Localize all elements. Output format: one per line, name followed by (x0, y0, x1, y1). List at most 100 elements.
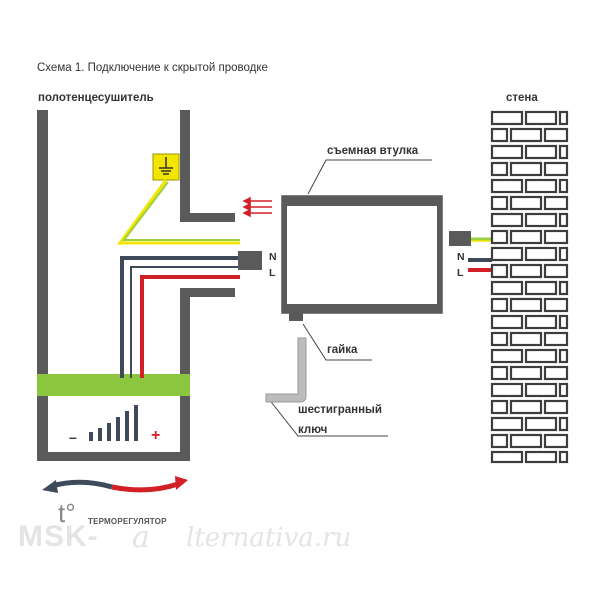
neutral-wire (120, 256, 240, 378)
brick (509, 297, 543, 313)
brick (524, 348, 558, 364)
brick (490, 127, 509, 143)
hex-key-label-line1: шестигранный (298, 404, 382, 416)
brick (490, 229, 509, 245)
pin-n-right: N (457, 251, 465, 263)
brick (524, 178, 558, 194)
brick (543, 433, 569, 449)
brick (490, 365, 509, 381)
brick (543, 263, 569, 279)
sleeve-label: съемная втулка (327, 145, 419, 157)
brick (490, 382, 524, 398)
live-wire (140, 275, 240, 378)
brick (509, 365, 543, 381)
brick (490, 416, 524, 432)
watermark-a: a (132, 520, 150, 555)
hex-key-leader (267, 397, 388, 437)
thermostat-symbol: t° (58, 498, 76, 528)
brick (524, 416, 558, 432)
brick (524, 212, 558, 228)
brick (558, 246, 569, 262)
watermark-msk: MSK- (18, 520, 99, 553)
brick (509, 127, 543, 143)
brick (524, 246, 558, 262)
brick (543, 127, 569, 143)
brick (543, 365, 569, 381)
nut-label: гайка (327, 344, 358, 356)
thermostat-arrows (42, 476, 188, 493)
brick (558, 314, 569, 330)
brick (524, 280, 558, 296)
brick (524, 144, 558, 160)
hex-key-icon (265, 337, 307, 403)
nut-shape (289, 313, 303, 321)
brick (543, 331, 569, 347)
brick-wall (490, 110, 569, 464)
brick (490, 433, 509, 449)
brick (509, 229, 543, 245)
brick (490, 280, 524, 296)
brick (490, 263, 509, 279)
brick (558, 144, 569, 160)
brick (543, 399, 569, 415)
brick (490, 348, 524, 364)
brick (490, 246, 524, 262)
wall-label: стена (506, 92, 538, 104)
brick (490, 331, 509, 347)
watermark-alternativa: lternativa.ru (186, 523, 352, 553)
brick (490, 178, 524, 194)
heater-label: полотенцесушитель (38, 92, 154, 104)
minus-sign: – (69, 429, 77, 445)
brick (490, 297, 509, 313)
brick (524, 450, 558, 464)
pin-l-left: L (269, 267, 276, 279)
brick (543, 195, 569, 211)
brick (558, 348, 569, 364)
plus-sign: + (151, 427, 161, 444)
diagram-title: Схема 1. Подключение к скрытой проводке (37, 62, 268, 74)
brick (558, 212, 569, 228)
brick (490, 450, 524, 464)
ground-symbol-icon (152, 153, 180, 181)
brick (543, 229, 569, 245)
brick (524, 382, 558, 398)
brick (558, 280, 569, 296)
brick (490, 212, 524, 228)
brick (558, 382, 569, 398)
brick (509, 399, 543, 415)
removable-sleeve (281, 195, 443, 321)
brick (558, 178, 569, 194)
brick (490, 144, 524, 160)
pin-l-right: L (457, 267, 464, 279)
sleeve-leader (307, 159, 432, 195)
pin-n-left: N (269, 251, 277, 263)
arrows-icon (242, 196, 272, 218)
earth-wire (117, 179, 240, 245)
nut-leader (302, 323, 372, 361)
signal-bars-icon (89, 405, 138, 441)
brick (509, 263, 543, 279)
brick (509, 433, 543, 449)
brick (490, 110, 524, 126)
brick (490, 399, 509, 415)
brick (524, 110, 558, 126)
hex-key-label-line2: ключ (298, 424, 328, 436)
brick (558, 450, 569, 464)
brick (509, 331, 543, 347)
brick (558, 416, 569, 432)
heating-element-bar (37, 374, 190, 396)
brick (543, 161, 569, 177)
brick (490, 195, 509, 211)
brick (509, 161, 543, 177)
thermostat-label: ТЕРМОРЕГУЛЯТОР (88, 517, 167, 526)
brick (524, 314, 558, 330)
brick (509, 195, 543, 211)
brick (543, 297, 569, 313)
brick (558, 110, 569, 126)
brick (490, 314, 524, 330)
brick (490, 161, 509, 177)
left-connector (238, 251, 262, 270)
right-connector (449, 231, 471, 246)
